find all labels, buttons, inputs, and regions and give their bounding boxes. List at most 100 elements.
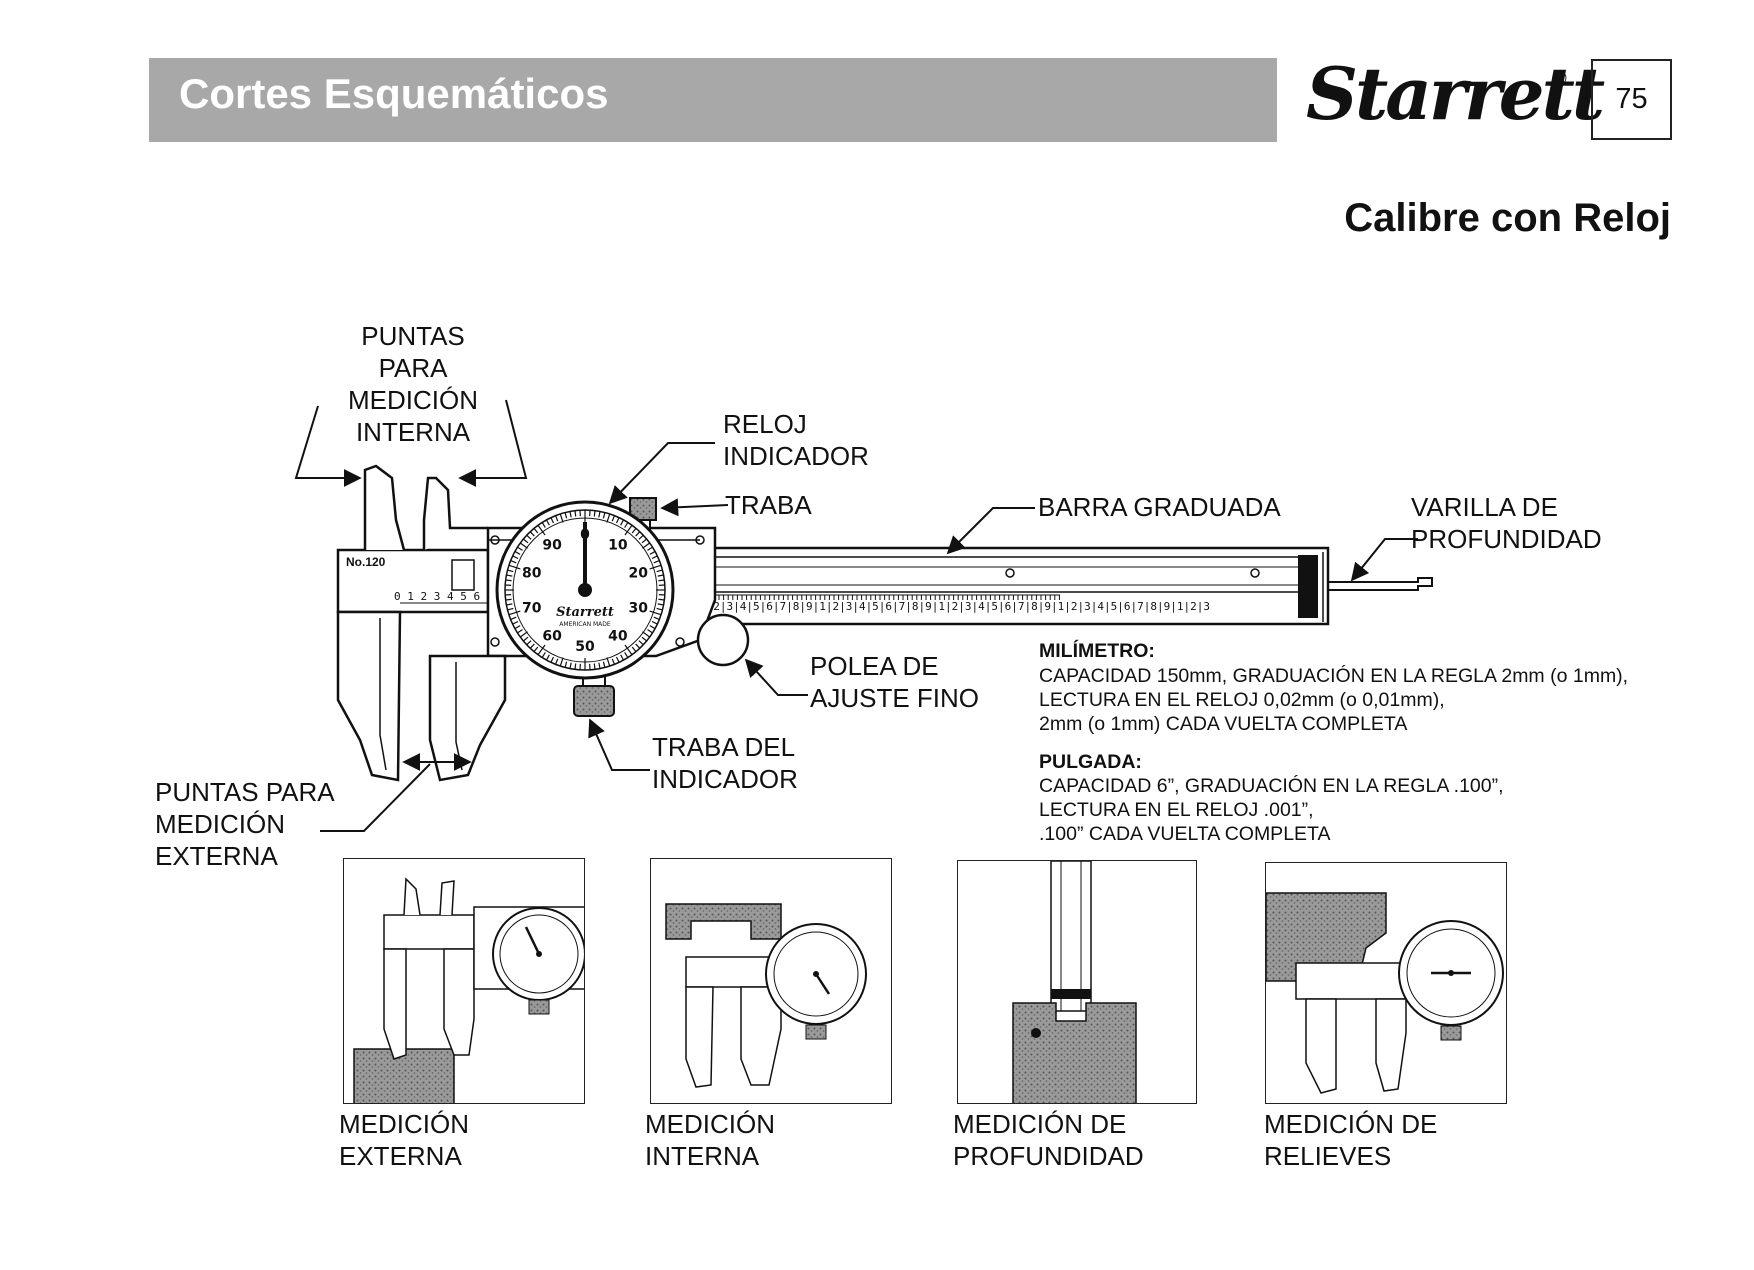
panel-step-measurement: [1265, 862, 1507, 1104]
dial-tick: [631, 646, 637, 653]
dial-number: 60: [542, 628, 562, 644]
dial-tick: [545, 519, 550, 526]
dial-tick: [602, 512, 606, 519]
dial-tick: [522, 538, 529, 544]
dial-number: 40: [608, 628, 628, 644]
dial-tick: [657, 574, 664, 577]
dial-tick: [533, 527, 539, 534]
dial-number: 30: [629, 600, 649, 616]
dial-tick: [611, 658, 616, 665]
dial-tick: [657, 603, 664, 606]
dial-sub: AMERICAN MADE: [559, 621, 611, 628]
dial-tick: [526, 534, 532, 540]
model-number: No.120: [346, 555, 386, 569]
dial-tick: [514, 550, 521, 555]
dial-tick: [559, 657, 564, 667]
label-inner-jaws: PUNTAS PARA MEDICIÓN INTERNA: [348, 321, 478, 447]
dial-tick: [508, 564, 521, 570]
bar-end-cap: [1298, 555, 1318, 618]
dial-tick: [533, 646, 539, 653]
spec-mm-line: 2mm (o 1mm) CADA VUELTA COMPLETA: [1039, 713, 1408, 735]
spec-inch-line: CAPACIDAD 6”, GRADUACIÓN EN LA REGLA .10…: [1039, 775, 1504, 797]
dial-number: 20: [629, 566, 649, 582]
dial-tick: [656, 569, 663, 573]
dial-tick: [624, 644, 633, 656]
dial-tick: [635, 531, 641, 537]
dial-number: 80: [522, 566, 542, 582]
dial-tick: [635, 643, 641, 649]
registered-mark: ®: [1552, 68, 1567, 90]
dial-tick: [517, 546, 523, 551]
dial-tick: [507, 569, 514, 573]
label-graduated-bar: BARRA GRADUADA: [1038, 492, 1281, 522]
dial-tick: [505, 598, 512, 601]
dial-tick: [611, 515, 616, 522]
dial-tick: [550, 656, 555, 663]
dial-tick: [519, 631, 528, 638]
label-dial-lock: TRABA DEL INDICADOR: [652, 732, 798, 794]
dial-tick: [642, 542, 651, 549]
dial-tick: [649, 625, 656, 630]
section-title: Cortes Esquemáticos: [179, 70, 609, 117]
dial-number: 90: [542, 538, 562, 554]
dial-tick: [593, 510, 596, 517]
spec-mm-line: LECTURA EN EL RELOJ 0,02mm (o 0,01mm),: [1039, 689, 1445, 711]
dial-tick: [606, 513, 611, 523]
dial-tick: [651, 555, 658, 560]
panel-depth-measurement: [957, 860, 1197, 1104]
dial-tick: [653, 616, 660, 621]
dial-tick: [593, 663, 596, 670]
dial-tick: [631, 527, 637, 534]
dial-tick: [526, 640, 532, 646]
dial-tick: [564, 661, 568, 668]
dial-tick: [529, 531, 535, 537]
spec-mm-line: CAPACIDAD 150mm, GRADUACIÓN EN LA REGLA …: [1039, 665, 1629, 687]
starrett-logo: Starrett: [1306, 51, 1605, 136]
dial-tick: [537, 644, 546, 656]
label-depth-rod: VARILLA DE PROFUNDIDAD: [1411, 492, 1602, 554]
spec-inch-line: LECTURA EN EL RELOJ .001”,: [1039, 799, 1314, 821]
dial-tick: [569, 511, 572, 518]
spec-mm-title: MILÍMETRO:: [1039, 640, 1155, 662]
dial-tick: [510, 616, 517, 621]
label-outer-jaws: PUNTAS PARA MEDICIÓN EXTERNA: [155, 777, 335, 871]
dial-tick: [598, 511, 601, 518]
dial-tick: [647, 629, 653, 634]
label-dial-indicator: RELOJ INDICADOR: [723, 409, 869, 471]
dial-tick: [647, 546, 653, 551]
dial-tick: [522, 636, 529, 642]
dial-number: 10: [608, 538, 628, 554]
dial-tick: [574, 510, 577, 517]
dial-tick: [658, 579, 665, 582]
dial-tick: [606, 657, 611, 667]
dial-indicator: 0102030405060708090 Starrett AMERICAN MA…: [495, 500, 675, 680]
dial-tick: [541, 652, 546, 658]
panel-internal-measurement: [650, 858, 892, 1104]
dial-tick: [624, 524, 633, 536]
dial-tick: [506, 574, 513, 577]
fixed-jaw: [336, 610, 402, 782]
bar-scale-digits: 1|2|3|4|5|6|7|8|9|1|2|3|4|5|6|7|8|9|1|2|…: [700, 600, 1210, 613]
dial-tick: [514, 625, 521, 630]
dial-tick: [624, 522, 629, 528]
dial-tick: [602, 661, 606, 668]
panel-external-measurement: [343, 858, 585, 1104]
dial-tick: [574, 663, 577, 670]
dial-tick: [615, 656, 620, 663]
leader-lines: [294, 399, 1418, 832]
fixed-inner-jaw: [363, 464, 406, 551]
header-bar: [149, 58, 1277, 142]
dial-tick: [598, 662, 601, 669]
dial-tick: [508, 610, 521, 616]
dial-tick: [507, 607, 514, 611]
dial-tick: [512, 620, 519, 625]
dial-tick: [545, 654, 550, 661]
dial-tick: [512, 555, 519, 560]
label-thumb-roller: POLEA DE AJUSTE FINO: [810, 651, 980, 713]
dial-tick: [510, 559, 517, 564]
dial-tick: [506, 603, 513, 606]
